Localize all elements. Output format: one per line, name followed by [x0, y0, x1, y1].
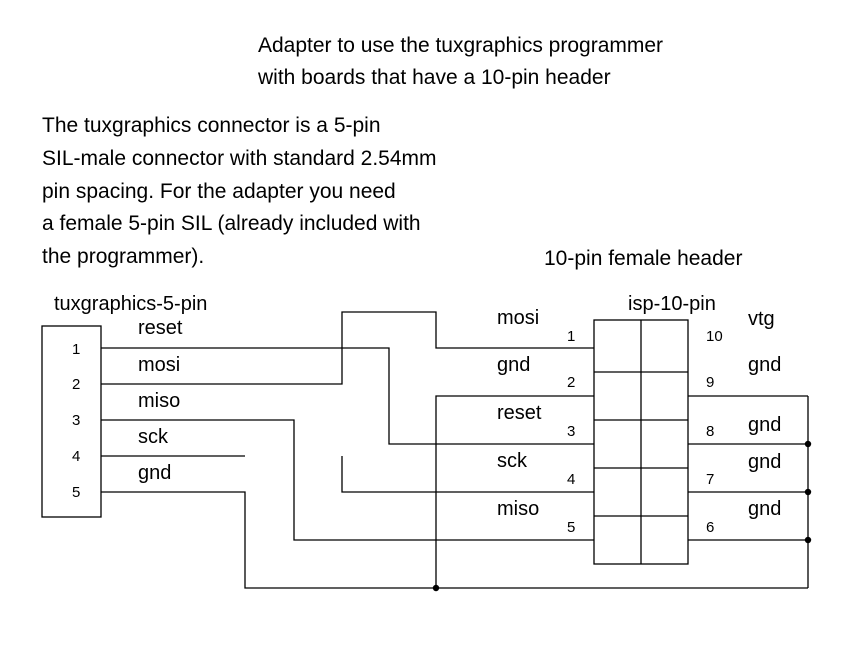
header-left-signal: mosi — [497, 307, 540, 329]
wire-mosi — [210, 311, 594, 385]
junction-dot — [804, 536, 812, 544]
title-line-1: Adapter to use the tuxgraphics programme… — [258, 34, 664, 57]
junction-dot — [804, 440, 812, 448]
wire-reset — [210, 347, 594, 445]
left-signal-label: sck — [138, 426, 168, 448]
right-connector-name: isp-10-pin — [628, 293, 716, 315]
title-line-2: with boards that have a 10-pin header — [258, 66, 611, 89]
header-left-signal: gnd — [497, 354, 531, 376]
description-line: SIL-male connector with standard 2.54mm — [42, 147, 437, 170]
description-line: pin spacing. For the adapter you need — [42, 180, 396, 203]
header-pin-number: 8 — [706, 423, 715, 440]
header-title: 10-pin female header — [544, 247, 743, 270]
header-right-signal: gnd — [748, 451, 782, 473]
header-pin-number: 5 — [567, 519, 576, 536]
description-line: The tuxgraphics connector is a 5-pin — [42, 114, 381, 137]
header-right-signal: gnd — [748, 354, 782, 376]
junction-dot — [804, 488, 812, 496]
wire-sck — [341, 456, 594, 493]
left-pin-number: 4 — [72, 448, 81, 465]
wire-gnd-bus — [210, 491, 808, 589]
header-pin-number: 6 — [706, 519, 715, 536]
wire-miso — [210, 419, 594, 541]
wire-gnd-pin2 — [435, 395, 594, 588]
header-left-signal: sck — [497, 450, 527, 472]
tuxgraphics-connector-body — [41, 325, 102, 518]
header-pin-number: 1 — [567, 328, 576, 345]
header-right-signal: vtg — [748, 308, 775, 330]
header-left-signal: miso — [497, 498, 540, 520]
header-right-signal: gnd — [748, 498, 782, 520]
header-left-signal: reset — [497, 402, 542, 424]
left-signal-label: reset — [138, 317, 183, 339]
header-pin-number: 2 — [567, 374, 576, 391]
description-line: a female 5-pin SIL (already included wit… — [42, 212, 421, 235]
header-pin-number: 4 — [567, 471, 576, 488]
left-pin-number: 1 — [72, 341, 81, 358]
left-connector-name: tuxgraphics-5-pin — [54, 293, 208, 315]
left-signal-label: miso — [138, 390, 181, 412]
left-pin-number: 3 — [72, 412, 81, 429]
header-right-signal: gnd — [748, 414, 782, 436]
junction-dot — [432, 584, 440, 592]
left-signal-label: mosi — [138, 354, 181, 376]
header-pin-number: 9 — [706, 374, 715, 391]
header-pin-number: 3 — [567, 423, 576, 440]
left-pin-number: 2 — [72, 376, 81, 393]
header-pin-number: 7 — [706, 471, 715, 488]
header-pin-number: 10 — [706, 328, 723, 345]
left-signal-label: gnd — [138, 462, 172, 484]
left-pin-number: 5 — [72, 484, 81, 501]
description-line: the programmer). — [42, 245, 205, 268]
